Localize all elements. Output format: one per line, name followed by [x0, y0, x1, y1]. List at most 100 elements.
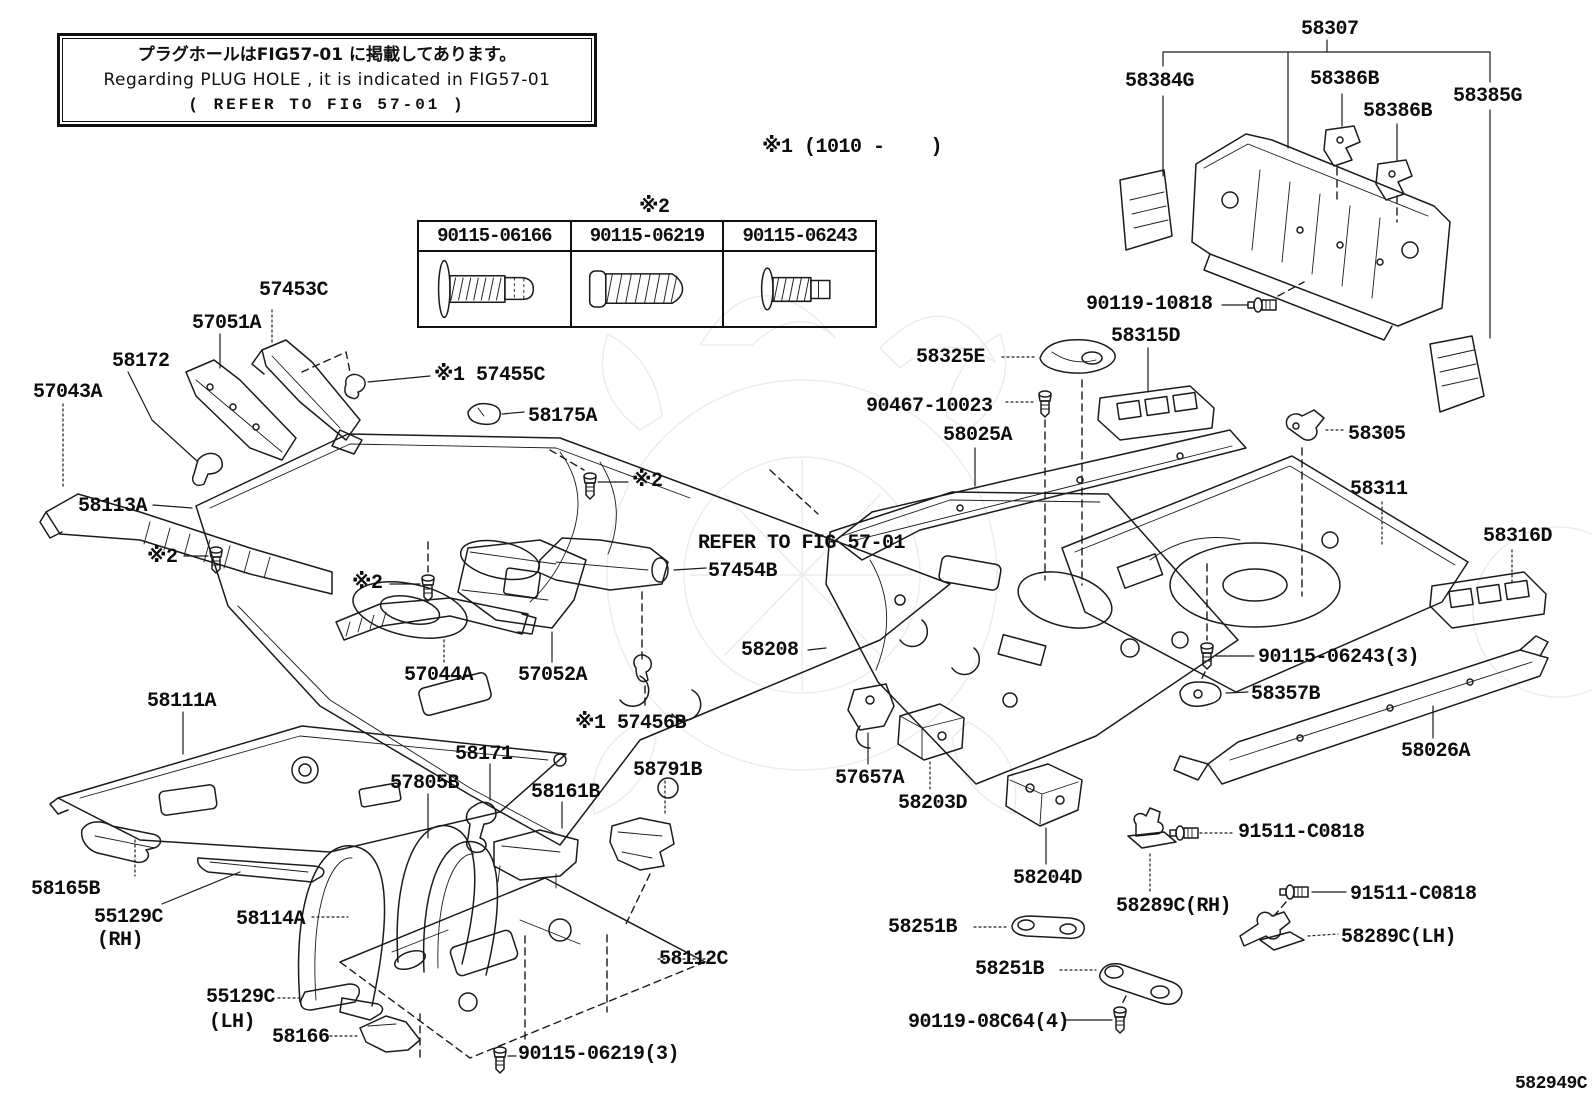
part-label-58305: 58305 [1348, 423, 1406, 446]
annotation-asterisk1-range: ※1 (1010 - ) [762, 136, 942, 159]
part-58251b-strap-1 [973, 915, 1085, 940]
part-label-58026a: 58026A [1401, 740, 1471, 763]
part-55129c-rh-support [161, 857, 325, 905]
bolt-91511-c0818-lower [1273, 884, 1347, 917]
note-line-japanese: プラグホールはFIG57-01 に掲載してあります。 [137, 45, 517, 65]
part-label-58357b: 58357B [1251, 683, 1321, 706]
part-58113a-front-floor-pan [152, 433, 951, 846]
part-58357b-bracket [1179, 681, 1249, 707]
part-57043a-front-side-member [39, 403, 333, 595]
part-58112c-under-panel [339, 877, 711, 1063]
part-57456b-clip [633, 654, 652, 711]
part-label-90115-06219: 90115-06219(3) [518, 1043, 680, 1066]
part-label-90119-10818: 90119-10818 [1086, 293, 1213, 316]
note-line-english: Regarding PLUG HOLE , it is indicated in… [103, 70, 551, 90]
part-58203d-bracket [897, 703, 965, 791]
bolt-column-header-1: 90115-06166 [417, 220, 572, 252]
bolt-column-header-2: 90115-06219 [569, 220, 725, 252]
part-label-58175a: 58175A [528, 405, 598, 428]
part-label-57657a: 57657A [835, 767, 905, 790]
part-label-58166: 58166 [272, 1026, 330, 1049]
part-58384g-gusset [1119, 169, 1173, 251]
annotation-asterisk2-a: ※2 [147, 546, 178, 569]
annotation-asterisk2-c: ※2 [632, 470, 663, 493]
part-label-58315d: 58315D [1111, 325, 1181, 348]
part-label-91511-c0818-1: 91511-C0818 [1238, 821, 1365, 844]
part-label-58172: 58172 [112, 350, 170, 373]
part-label-55129c-rh: 55129C [94, 906, 164, 929]
screw-90467-10023 [1005, 390, 1052, 581]
screw-90115-06243 [1199, 563, 1255, 683]
part-label-58384g: 58384G [1125, 70, 1195, 93]
part-label-55129c-lh-side: (LH) [209, 1011, 256, 1034]
bolt-column-header-3: 90115-06243 [722, 220, 877, 252]
part-label-58203d: 58203D [898, 792, 968, 815]
bolt-illustration-1 [438, 259, 535, 319]
part-label-58791b: 58791B [633, 759, 703, 782]
bolt-illustration-2 [588, 270, 684, 308]
screw-asterisk2-c [549, 449, 629, 500]
part-label-58251b-1: 58251B [888, 916, 958, 939]
part-label-57051a: 57051A [192, 312, 262, 335]
part-label-58385g: 58385G [1453, 85, 1523, 108]
part-label-57044a: 57044A [404, 664, 474, 687]
part-55129c-lh-support [277, 983, 384, 1021]
bracket-lines-58307 [1162, 39, 1491, 339]
part-label-58025a: 58025A [943, 424, 1013, 447]
part-58305-bracket [1285, 409, 1345, 597]
part-58325e-pad [1001, 338, 1116, 586]
part-58172-bracket [127, 371, 224, 486]
part-label-57455c: ※1 57455C [434, 364, 545, 387]
part-label-58316d: 58316D [1483, 525, 1553, 548]
part-58315d-crossmember [1097, 347, 1215, 441]
part-label-58171: 58171 [455, 743, 513, 766]
part-label-58161b: 58161B [531, 781, 601, 804]
part-label-58251b-2: 58251B [975, 958, 1045, 981]
part-57805b-brace [422, 793, 499, 976]
part-58111a-front-floor-panel [49, 711, 567, 853]
part-58026a-rear-side-member [1173, 635, 1549, 785]
screw-asterisk2-b [389, 541, 435, 602]
bolt-spec-table: 90115-06166 90115-06219 90115-06243 [417, 220, 877, 328]
part-58251b-strap-2 [1059, 962, 1183, 1005]
part-58386b-bracket-2 [1375, 159, 1413, 201]
part-label-91511-c0818-2: 91511-C0818 [1350, 883, 1477, 906]
part-label-55129c-rh-side: (RH) [97, 929, 144, 952]
part-58386b-bracket-1 [1323, 125, 1361, 167]
part-58161b-bracket [493, 801, 579, 889]
part-58289c-lh-bracket [1239, 911, 1339, 951]
annotation-table-note: ※2 [639, 196, 670, 219]
part-58385g-gusset [1429, 335, 1485, 413]
part-label-58289c-rh: 58289C(RH) [1116, 895, 1232, 918]
part-label-57454b: 57454B [708, 560, 778, 583]
part-label-58165b: 58165B [31, 878, 101, 901]
part-label-58386b-2: 58386B [1363, 100, 1433, 123]
part-label-55129c-lh: 55129C [206, 986, 276, 1009]
part-label-90119-08c64: 90119-08C64(4) [908, 1011, 1070, 1034]
part-label-58114a: 58114A [236, 908, 306, 931]
part-58208-center-floor-pan [807, 491, 1239, 785]
assembly-dashed-line [769, 469, 819, 515]
part-label-58325e: 58325E [916, 346, 986, 369]
part-label-58113a: 58113A [78, 495, 148, 518]
part-label-57043a: 57043A [33, 381, 103, 404]
bolt-91511-c0818-upper [1169, 825, 1235, 841]
part-label-58111a: 58111A [147, 690, 217, 713]
part-58171-bracket [465, 763, 497, 854]
part-label-57453c: 57453C [259, 279, 329, 302]
part-58289c-rh-bracket [1127, 807, 1177, 893]
part-57657a-bracket [847, 683, 895, 765]
part-58311-rear-floor-pan [1061, 455, 1469, 693]
part-58175a-plug [467, 402, 525, 426]
part-58316d-reinforcement [1429, 549, 1547, 629]
part-label-90115-06243: 90115-06243(3) [1258, 646, 1420, 669]
watermark [591, 294, 1592, 815]
part-57455c-clip [301, 351, 431, 400]
part-label-58311: 58311 [1350, 478, 1408, 501]
part-58114a-floor-braces [297, 824, 476, 1007]
part-58204d-bracket [1005, 763, 1083, 865]
part-label-57805b: 57805B [390, 772, 460, 795]
part-label-58112c: 58112C [659, 948, 729, 971]
part-label-90467-10023: 90467-10023 [866, 395, 993, 418]
